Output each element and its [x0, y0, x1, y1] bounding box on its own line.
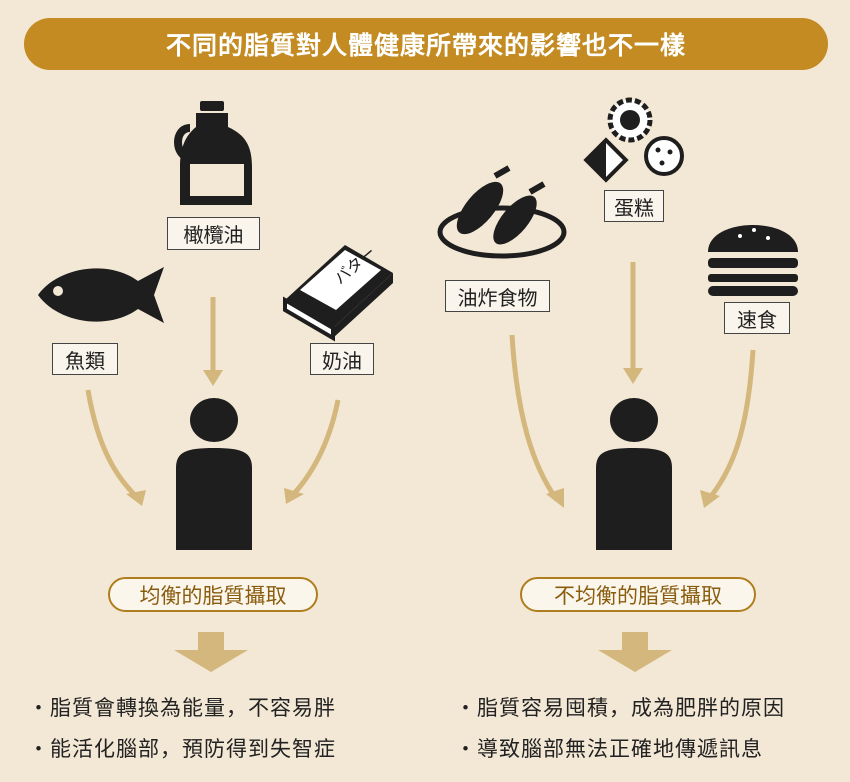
- label-fish: 魚類: [52, 343, 118, 375]
- right-bullet-2: ・導致腦部無法正確地傳遞訊息: [455, 737, 763, 761]
- left-bullet-1: ・脂質會轉換為能量，不容易胖: [28, 696, 336, 720]
- fish-icon: [38, 267, 164, 323]
- label-butter: 奶油: [310, 343, 374, 375]
- down-arrow-left: [174, 632, 248, 672]
- person-icon-left: [176, 398, 252, 550]
- down-arrow-right: [598, 632, 672, 672]
- olive-oil-bottle-icon: [174, 101, 252, 205]
- left-bullet-2: ・能活化腦部，預防得到失智症: [28, 737, 336, 761]
- label-fast-food: 速食: [724, 302, 790, 334]
- label-olive-oil: 橄欖油: [167, 217, 260, 250]
- cookies-icon: [583, 97, 684, 183]
- page-title: 不同的脂質對人體健康所帶來的影響也不一樣: [24, 18, 828, 70]
- fried-shrimp-icon: [437, 165, 567, 259]
- person-icon-right: [596, 398, 672, 550]
- label-fried-food: 油炸食物: [445, 280, 550, 312]
- unbalanced-intake-pill: 不均衡的脂質攝取: [520, 577, 756, 612]
- right-bullet-1: ・脂質容易囤積，成為肥胖的原因: [455, 696, 785, 720]
- label-cake: 蛋糕: [604, 190, 664, 222]
- balanced-intake-pill: 均衡的脂質攝取: [108, 577, 318, 612]
- flow-arrows: [85, 262, 756, 502]
- butter-icon: バター: [283, 243, 393, 342]
- arrow-heads: [126, 368, 720, 672]
- hamburger-icon: [708, 225, 798, 296]
